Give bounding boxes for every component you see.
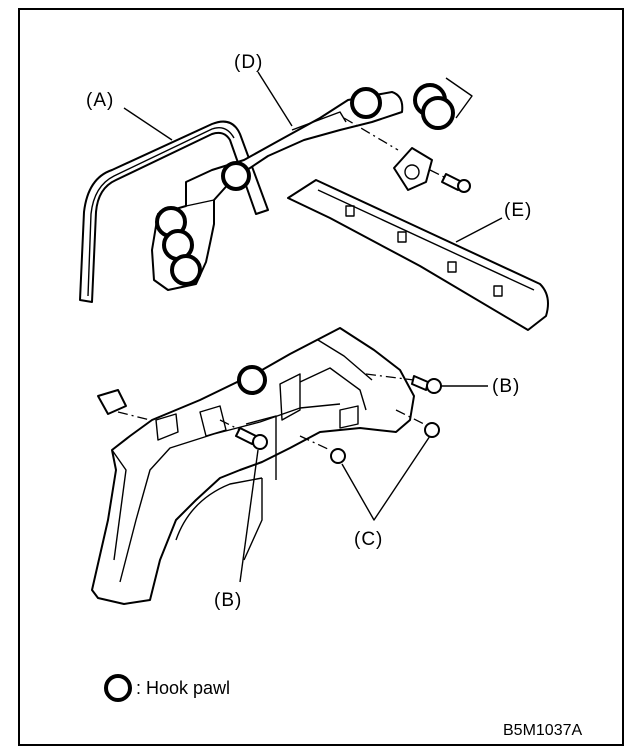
legend: : Hook pawl [104,674,230,702]
hook-pawls-d [155,83,455,286]
label-b-right: (B) [492,376,520,397]
hook-pawl-lower [237,365,267,395]
quarter-trim-panel [91,327,415,605]
hook-pawl-legend-icon [104,674,132,702]
label-d: (D) [234,52,263,73]
clip-and-screw [343,117,471,193]
pawl-callout [445,77,473,119]
clip-guide-line [117,411,151,421]
label-e: (E) [504,200,532,221]
trim-part-e [287,179,549,331]
legend-text: : Hook pawl [136,678,230,698]
small-clip-part [97,389,127,415]
figure-code: B5M1037A [503,722,582,739]
fasteners [219,373,442,464]
leader-lines [123,71,503,583]
label-a: (A) [86,90,114,111]
label-b-bottom: (B) [214,590,242,611]
label-c: (C) [354,529,383,550]
trim-part-a [79,120,269,303]
